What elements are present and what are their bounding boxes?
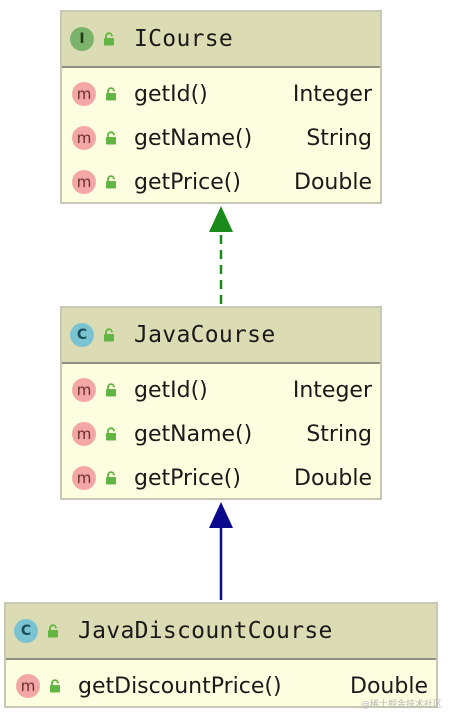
method-name: getId() <box>134 377 208 403</box>
lock-icon <box>106 87 116 101</box>
method-icon: m <box>72 378 96 402</box>
lock-icon <box>106 427 116 441</box>
watermark: @稀土掘金技术社区 <box>360 700 442 710</box>
return-type: Integer <box>292 377 372 403</box>
lock-icon <box>106 471 116 485</box>
method-icon: m <box>72 126 96 150</box>
member-row[interactable]: m getId() Integer <box>62 72 380 116</box>
method-name: getDiscountPrice() <box>78 673 282 699</box>
member-row[interactable]: m getPrice() Double <box>62 456 380 500</box>
lock-icon <box>104 328 114 342</box>
class-name: ICourse <box>134 26 234 52</box>
generalization-arrowhead <box>209 502 233 528</box>
member-row[interactable]: m getId() Integer <box>62 368 380 412</box>
method-icon: m <box>72 422 96 446</box>
method-name: getName() <box>134 125 253 151</box>
return-type: String <box>306 125 372 151</box>
interface-icon: I <box>70 27 94 51</box>
member-row[interactable]: m getDiscountPrice() Double <box>6 664 436 708</box>
return-type: Integer <box>292 81 372 107</box>
class-name: JavaCourse <box>134 322 276 348</box>
method-name: getPrice() <box>134 465 241 491</box>
method-icon: m <box>72 170 96 194</box>
lock-icon <box>48 624 58 638</box>
return-type: String <box>306 421 372 447</box>
method-name: getName() <box>134 421 253 447</box>
member-row[interactable]: m getName() String <box>62 116 380 160</box>
method-name: getPrice() <box>134 169 241 195</box>
method-icon: m <box>72 82 96 106</box>
return-type: Double <box>294 169 372 195</box>
class-name: JavaDiscountCourse <box>78 618 333 644</box>
return-type: Double <box>350 673 428 699</box>
lock-icon <box>104 32 114 46</box>
class-header: C JavaCourse <box>62 308 380 364</box>
class-box-javacourse[interactable]: C JavaCourse m getId() Integer m getName… <box>60 306 382 500</box>
method-name: getId() <box>134 81 208 107</box>
class-box-icourse[interactable]: I ICourse m getId() Integer m getName() … <box>60 10 382 204</box>
class-icon: C <box>14 619 38 643</box>
class-header: C JavaDiscountCourse <box>6 604 436 660</box>
class-header: I ICourse <box>62 12 380 68</box>
lock-icon <box>106 383 116 397</box>
method-icon: m <box>16 674 40 698</box>
lock-icon <box>106 175 116 189</box>
return-type: Double <box>294 465 372 491</box>
member-row[interactable]: m getName() String <box>62 412 380 456</box>
realization-arrowhead <box>209 206 233 232</box>
member-row[interactable]: m getPrice() Double <box>62 160 380 204</box>
class-icon: C <box>70 323 94 347</box>
lock-icon <box>106 131 116 145</box>
class-box-javadiscountcourse[interactable]: C JavaDiscountCourse m getDiscountPrice(… <box>4 602 438 708</box>
member-list: m getDiscountPrice() Double <box>6 660 436 708</box>
member-list: m getId() Integer m getName() String m g… <box>62 364 380 500</box>
member-list: m getId() Integer m getName() String m g… <box>62 68 380 204</box>
method-icon: m <box>72 466 96 490</box>
lock-icon <box>50 679 60 693</box>
